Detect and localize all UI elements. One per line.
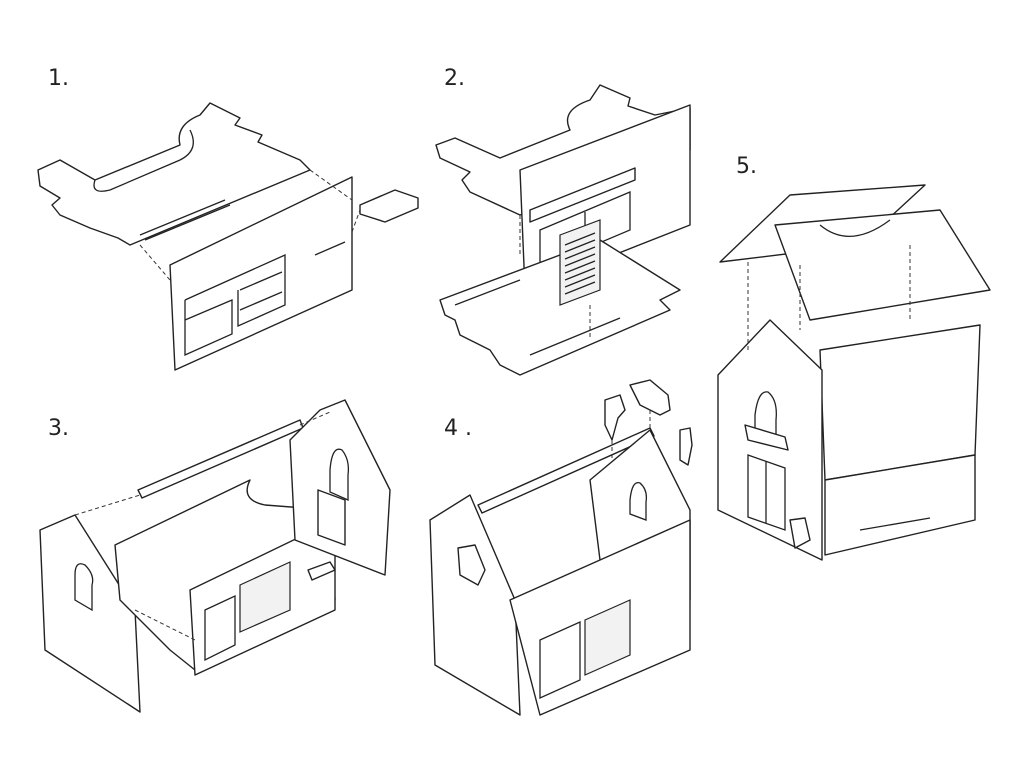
- right-gable-wall: [289, 399, 391, 576]
- tree-piece-1: [604, 394, 626, 441]
- step-1-illustration: [37, 102, 419, 371]
- left-gable-wall: [39, 514, 141, 713]
- step-4-label: 4 .: [444, 416, 472, 441]
- window-frame: [529, 167, 636, 223]
- side-tree-piece: [457, 544, 486, 586]
- tree-piece: [789, 517, 811, 549]
- shutter: [239, 561, 291, 633]
- step-2-illustration: [435, 84, 691, 376]
- door-piece: [317, 489, 346, 546]
- step-3-label: 3.: [48, 416, 69, 441]
- small-connector-piece: [359, 189, 419, 223]
- ridge-rod: [137, 419, 304, 499]
- flower-box: [744, 424, 789, 451]
- left-gable-wall: [429, 494, 521, 716]
- shutter: [584, 599, 631, 676]
- upper-panel: [435, 84, 691, 216]
- step-2-label: 2.: [444, 66, 465, 91]
- step-piece: [307, 561, 336, 581]
- step-5-illustration: [717, 184, 991, 561]
- step-5-label: 5.: [736, 154, 757, 179]
- roof-panel-right: [774, 209, 991, 321]
- right-wall: [819, 324, 981, 481]
- figure-piece: [679, 427, 693, 466]
- ridge-rod: [477, 427, 655, 514]
- step-4-illustration: [429, 379, 693, 716]
- step-3-illustration: [39, 399, 391, 713]
- floor-panel: [37, 102, 311, 246]
- tree-piece-2: [629, 379, 671, 416]
- front-wall: [169, 176, 353, 371]
- step-1-label: 1.: [48, 66, 69, 91]
- floor-panel: [439, 239, 681, 376]
